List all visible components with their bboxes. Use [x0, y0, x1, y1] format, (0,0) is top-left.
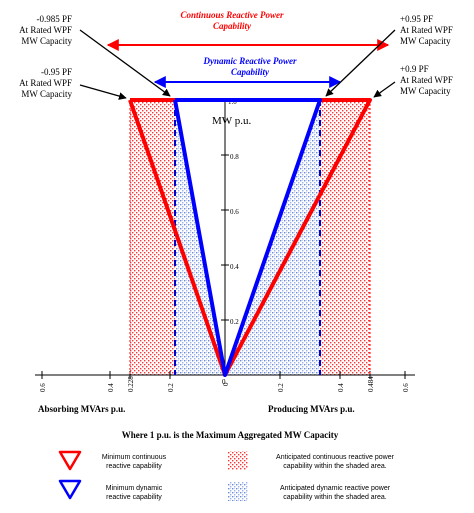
x-axis-left-label: Absorbing MVArs p.u. [38, 404, 125, 414]
pointer-arrow-right-bottom [373, 81, 396, 98]
x-tick-label: 0.228 [127, 376, 135, 392]
x-tick-label: 0.6 [402, 383, 410, 392]
dynamic-capability-triangle [173, 98, 322, 377]
footnote: Where 1 p.u. is the Maximum Aggregated M… [122, 430, 339, 440]
pointer-arrow-left-bottom [79, 84, 127, 100]
x-tick-label: 0.2 [277, 383, 285, 392]
x-tick-label: 0.2 [167, 383, 175, 392]
x-tick-label: 0.4 [107, 383, 115, 392]
y-tick-label: 0.2 [230, 318, 239, 326]
x-axis-right-label: Producing MVArs p.u. [268, 404, 355, 414]
x-tick-label: 0 [222, 382, 230, 386]
legend-blue-triangle-icon [58, 479, 82, 500]
x-tick-label: 0.6 [39, 383, 47, 392]
pointer-arrow-left-top [79, 29, 171, 97]
continuous-title: Continuous Reactive Power [180, 10, 284, 20]
y-tick-label: 0 [222, 378, 226, 386]
x-tick-label: 0.4 [337, 383, 345, 392]
legend-red-triangle-icon [58, 450, 82, 471]
y-tick-label: 0.4 [230, 263, 239, 271]
continuous-title: Capability [213, 21, 252, 31]
legend-red-area-swatch [228, 451, 248, 470]
x-ticks: 0.6 0.4 0.228 0.2 0 0.2 0.4 0.484 0.6 [39, 371, 410, 392]
dynamic-title: Dynamic Reactive Power [203, 56, 297, 66]
y-axis-label: MW p.u. [212, 115, 251, 127]
legend-blue-area-swatch [228, 482, 248, 501]
y-tick-label: 0.8 [230, 153, 239, 161]
y-tick-label: 0.6 [230, 208, 239, 216]
x-tick-label: 0.484 [367, 376, 375, 392]
dynamic-title: Capability [231, 67, 270, 77]
pointer-arrow-right-top [325, 29, 396, 97]
